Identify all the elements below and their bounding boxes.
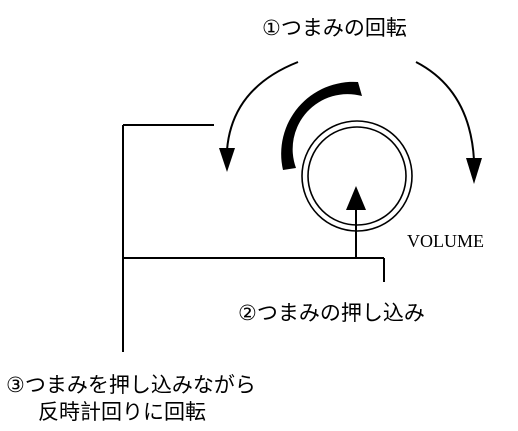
label-press-rotate-line2: 反時計回りに回転 xyxy=(38,400,206,424)
label-rotate-knob: ①つまみの回転 xyxy=(262,16,407,40)
press-rotate-bracket xyxy=(122,124,384,352)
label-press-knob: ②つまみの押し込み xyxy=(238,301,425,325)
rotate-right-arrow xyxy=(415,61,482,184)
label-press-rotate-line1: ③つまみを押し込みながら xyxy=(6,373,256,397)
rotate-left-arrow xyxy=(219,61,299,172)
label-volume: VOLUME xyxy=(407,231,484,251)
press-arrow xyxy=(346,186,366,258)
knob-rotation-mark xyxy=(281,81,362,170)
